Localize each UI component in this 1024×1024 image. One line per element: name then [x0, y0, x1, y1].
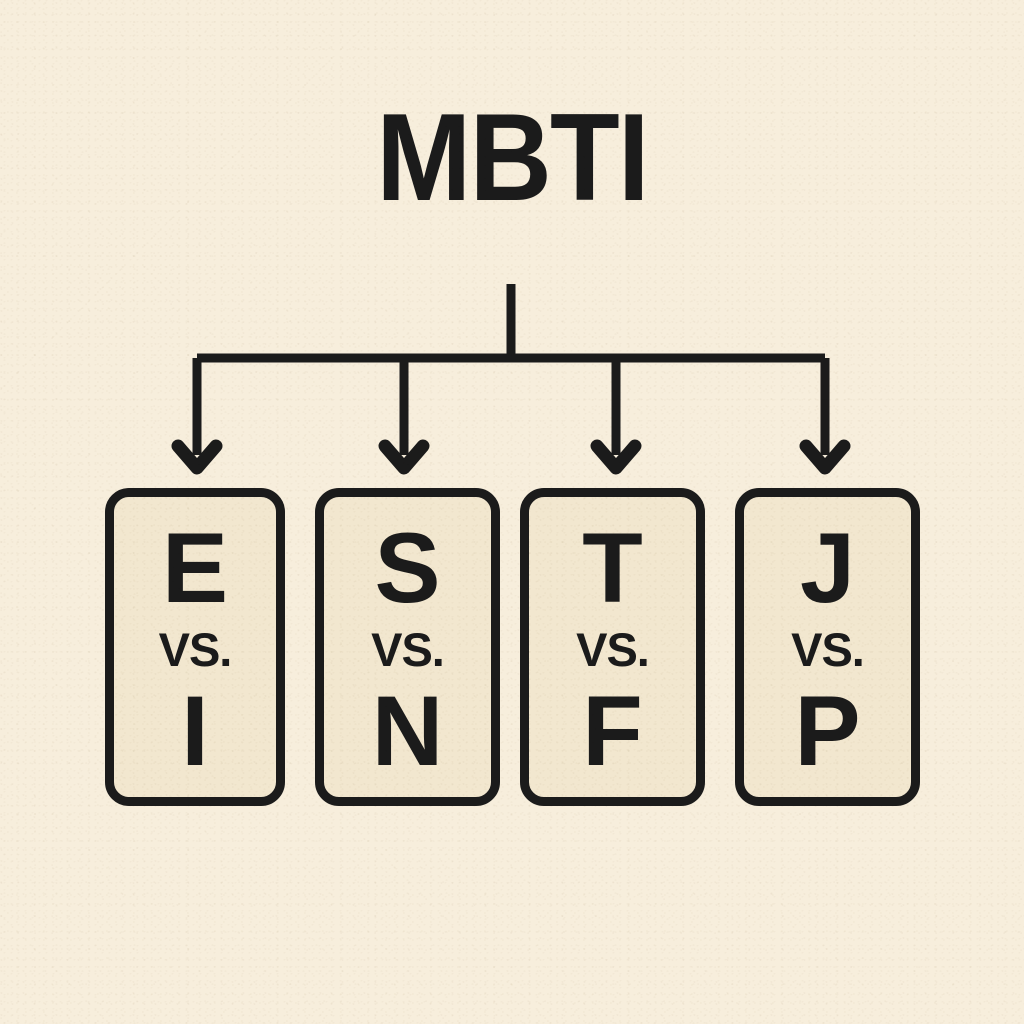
pole-letter-top: E — [161, 512, 229, 623]
arrowhead-icon-4 — [799, 439, 851, 475]
pole-letter-top: J — [799, 512, 856, 623]
versus-label: VS. — [576, 622, 650, 676]
versus-label: VS. — [371, 622, 445, 676]
page-title: MBTI — [376, 89, 649, 227]
arrowhead-icon-1 — [171, 439, 223, 475]
dichotomy-card-ei[interactable]: E VS. I — [105, 488, 285, 806]
pole-letter-bottom: F — [582, 674, 643, 786]
arrowhead-icon-2 — [378, 439, 430, 475]
pole-letter-top: S — [374, 512, 441, 623]
dichotomy-card-jp[interactable]: J VS. P — [735, 488, 920, 806]
dichotomy-card-sn[interactable]: S VS. N — [315, 488, 500, 806]
pole-letter-bottom: P — [794, 674, 861, 786]
pole-letter-bottom: N — [371, 674, 444, 786]
versus-label: VS. — [791, 622, 865, 676]
dichotomy-card-tf[interactable]: T VS. F — [520, 488, 705, 806]
pole-letter-top: T — [582, 512, 643, 623]
versus-label: VS. — [158, 622, 233, 676]
pole-letter-bottom: I — [181, 674, 209, 786]
arrowhead-icon-3 — [590, 439, 642, 475]
